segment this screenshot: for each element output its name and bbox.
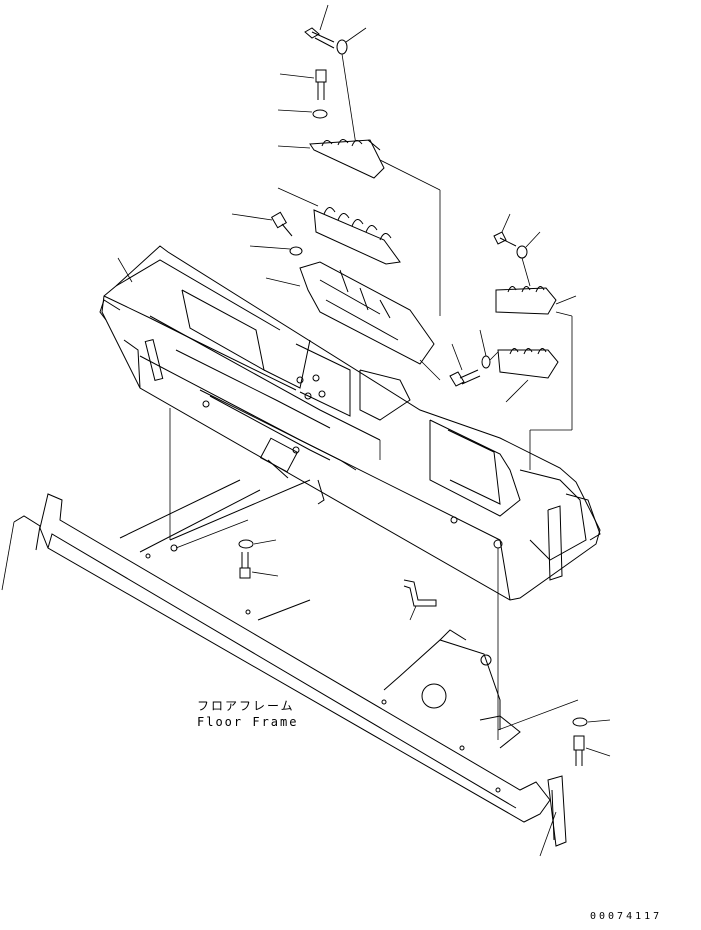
pipe-part: [403, 579, 437, 621]
washer-2: [277, 109, 328, 119]
bolt-3: [231, 211, 293, 237]
clamp-bracket-right-upper: [495, 286, 577, 431]
console-frame: [99, 245, 601, 601]
clamp-bracket-upper: [277, 139, 441, 316]
bolt-mid: [449, 329, 499, 387]
bolt-2: [279, 69, 327, 100]
bolt-lower-right: [573, 735, 611, 766]
floor-frame-label-japanese: フロアフレーム: [197, 699, 295, 713]
floor-frame: [1, 479, 579, 823]
washer-right: [516, 231, 541, 287]
clamp-bracket-right-lower: [497, 348, 559, 403]
washer-3: [249, 245, 303, 256]
bolt-lower-left: [239, 552, 279, 579]
bolt-right: [493, 213, 517, 247]
assembly-lines: [169, 408, 531, 740]
clamp-bracket-lower: [277, 187, 401, 265]
washer-lower-right: [572, 717, 611, 727]
floor-frame-label-english: Floor Frame: [197, 715, 299, 729]
cover-plate: [265, 261, 441, 381]
washer-top: [336, 27, 367, 146]
bolt-top: [304, 4, 335, 49]
bottom-bracket: [539, 775, 567, 857]
washer-lower-left: [238, 539, 277, 549]
document-number: 00074117: [590, 911, 663, 922]
